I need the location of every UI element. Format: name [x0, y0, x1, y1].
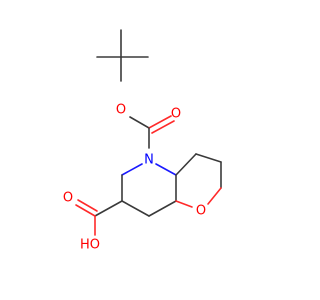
- bond-c3-to-c2: [195, 153, 222, 163]
- bond-ring-o-to-c7a: [175, 200, 193, 208]
- bonds: [75, 29, 222, 236]
- bond-o-to-carbamate-c: [129, 116, 150, 129]
- molecule-structure-diagram: O O N O HO O: [63, 29, 222, 253]
- bond-carbamate-carbonyl-2: [151, 120, 175, 134]
- bond-c6-to-c7: [121, 200, 150, 217]
- atom-oh-acid: HO: [80, 238, 100, 253]
- atom-o-acid-carbonyl: O: [63, 191, 73, 206]
- atom-labels: O O N O HO O: [63, 103, 206, 253]
- bond-c3a-to-n: [155, 163, 177, 176]
- bond-acid-carbonyl-2: [77, 199, 98, 212]
- bond-c3a-to-c3: [175, 153, 197, 176]
- atom-o-carbamate-ether: O: [116, 103, 126, 118]
- atom-o-furan-ring: O: [196, 204, 206, 219]
- bond-c6-to-acid-c: [94, 200, 123, 217]
- atom-n: N: [144, 153, 154, 168]
- bond-acid-carbonyl-1: [75, 204, 96, 217]
- bond-c1-to-ring-o: [207, 187, 222, 205]
- bond-carbamate-carbonyl-1: [148, 115, 172, 129]
- bond-n-to-c5: [121, 163, 143, 176]
- atom-o-carbamate-carbonyl: O: [171, 107, 181, 122]
- bond-c7-to-c7a: [148, 200, 177, 217]
